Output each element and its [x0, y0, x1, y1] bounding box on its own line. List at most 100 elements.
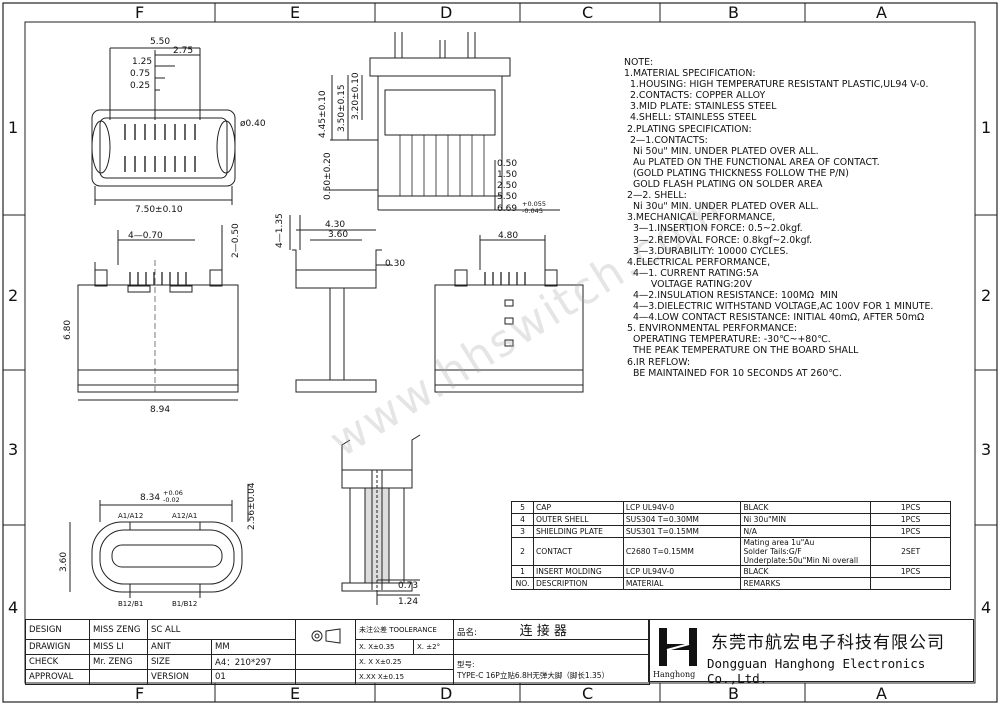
version-value: 01 — [211, 669, 296, 685]
view-back — [434, 235, 584, 393]
dim-275: 2.75 — [173, 46, 193, 56]
bom-cell: 2SET — [870, 537, 951, 566]
note-line: Ni 50u" MIN. UNDER PLATED OVER ALL. — [624, 145, 819, 157]
pin-a1a12: A1/A12 — [118, 512, 143, 520]
note-line: Ni 30u" MIN. UNDER PLATED OVER ALL. — [624, 201, 819, 213]
bom-cell: LCP UL94V-0 — [622, 565, 742, 578]
bom-cell: NO. — [511, 577, 534, 590]
bom-cell: 5 — [511, 501, 534, 514]
bom-cell: Ni 30u"MIN — [740, 513, 872, 526]
bom-cell: CONTACT — [532, 537, 624, 566]
unit-label: ANIT — [147, 639, 212, 655]
note-line: 1.MATERIAL SPECIFICATION: — [624, 68, 756, 80]
bom-cell — [870, 577, 951, 590]
bom-cell: LCP UL94V-0 — [622, 501, 742, 514]
drawing-value: MISS LI — [89, 639, 148, 655]
note-line: 3—2.REMOVAL FORCE: 0.8kgf~2.0kgf. — [624, 234, 813, 246]
bom-cell: SUS304 T=0.30MM — [622, 513, 742, 526]
dim-r050: 0.50 — [497, 159, 517, 169]
note-line: Au PLATED ON THE FUNCTIONAL AREA OF CONT… — [624, 156, 880, 168]
zone-bot-c: C — [582, 684, 594, 703]
zone-top-e: E — [290, 3, 301, 22]
note-line: 4—1. CURRENT RATING:5A — [624, 267, 759, 279]
bom-cell: Mating area 1u"Au Solder Tails:G/F Under… — [740, 537, 872, 566]
pin-b1b12: B1/B12 — [172, 600, 197, 608]
dim-124: 1.24 — [398, 597, 418, 607]
bom-cell: 1PCS — [870, 513, 951, 526]
projection-symbol — [295, 619, 356, 655]
note-line: OPERATING TEMPERATURE: -30℃~+80℃. — [624, 334, 831, 346]
bom-cell: 4 — [511, 513, 534, 526]
zone-left-1: 1 — [8, 118, 19, 137]
unit-value: MM — [211, 639, 296, 655]
pin-a12a1: A12/A1 — [172, 512, 197, 520]
approval-label: APPROVAL — [25, 669, 90, 685]
dim-360: 3.60 — [328, 230, 348, 240]
pin-b12b1: B12/B1 — [118, 600, 143, 608]
zone-top-b: B — [728, 3, 739, 22]
note-line: 4.ELECTRICAL PERFORMANCE, — [624, 256, 771, 268]
zone-right-1: 1 — [981, 118, 992, 137]
note-line: 3—1.INSERTION FORCE: 0.5~2.0kgf. — [624, 223, 803, 235]
dim-025: 0.25 — [130, 81, 150, 91]
note-line: 2.CONTACTS: COPPER ALLOY — [624, 90, 766, 102]
dim-4x135: 4—1.35 — [275, 213, 285, 248]
bom-cell: MATERIAL — [622, 577, 742, 590]
view-side-top — [325, 32, 560, 211]
dim-2x050: 2—0.50 — [231, 223, 241, 258]
bom-cell: 1PCS — [870, 525, 951, 538]
bom-cell: 1PCS — [870, 501, 951, 514]
dim-r550: 5.50 — [497, 192, 517, 202]
dim-4x070: 4—0.70 — [128, 231, 163, 241]
dim-040: ø0.40 — [240, 119, 266, 129]
zone-top-c: C — [582, 3, 594, 22]
dim-030: 0.30 — [385, 259, 405, 269]
note-line: 3.MECHANICAL PERFORMANCE, — [624, 212, 776, 224]
dim-125: 1.25 — [132, 57, 152, 67]
zone-bot-d: D — [440, 684, 453, 703]
dim-256: 2.56±0.04 — [247, 482, 257, 530]
bom-cell: SUS301 T=0.15MM — [622, 525, 742, 538]
size-label: SIZE — [147, 654, 212, 670]
note-line: VOLTAGE RATING:20V — [624, 278, 752, 290]
tol-3: X.XX X±0.15 — [355, 669, 454, 685]
zone-left-4: 4 — [8, 598, 19, 617]
dim-834-lower: -0.02 — [163, 496, 180, 504]
note-line: 1.HOUSING: HIGH TEMPERATURE RESISTANT PL… — [624, 79, 929, 91]
company-name-cn: 东莞市航宏电子科技有限公司 — [711, 633, 945, 653]
dim-r669-upper: +0.055 — [522, 200, 546, 208]
bom-cell: BLACK — [740, 565, 872, 578]
note-line: THE PEAK TEMPERATURE ON THE BOARD SHALL — [624, 345, 859, 357]
note-line: 4—4.LOW CONTACT RESISTANCE: INITIAL 40mΩ… — [624, 312, 925, 324]
company-block: Hanghong 东莞市航宏电子科技有限公司 Dongguan Hanghong… — [648, 619, 974, 686]
dim-550: 5.50 — [150, 37, 170, 47]
dim-894: 8.94 — [150, 405, 170, 415]
zone-bot-e: E — [290, 684, 301, 703]
tol-1: X. X±0.35 — [355, 639, 414, 655]
tolerance-header: 未注公差 TOOLERANCE — [355, 619, 454, 640]
view-section — [341, 434, 421, 605]
note-line: 4—2.INSULATION RESISTANCE: 100MΩ MIN — [624, 289, 838, 301]
dim-075: 0.75 — [130, 69, 150, 79]
bom-cell: 2 — [511, 537, 534, 566]
bom-cell: OUTER SHELL — [532, 513, 624, 526]
note-line: 4—3.DIELECTRIC WITHSTAND VOLTAGE,AC 100V… — [624, 301, 934, 313]
zone-top-d: D — [440, 3, 453, 22]
bom-cell: N/A — [740, 525, 872, 538]
dim-320: 3.20±0.10 — [351, 72, 361, 120]
bom-cell: DESCRIPTION — [532, 577, 624, 590]
bom-cell: 3 — [511, 525, 534, 538]
dim-r669: 6.69 — [497, 204, 517, 214]
hanghong-logo-icon — [659, 628, 697, 666]
first-angle-projection-icon — [311, 627, 340, 644]
view-side — [289, 215, 392, 393]
dim-050-tol: 0.50±0.20 — [323, 152, 333, 200]
company-name-en: Dongguan Hanghong Electronics Co.,Ltd. — [707, 656, 926, 686]
check-label: CHECK — [25, 654, 90, 670]
zone-right-3: 3 — [981, 440, 992, 459]
view-front — [77, 225, 239, 401]
dim-r669-lower: -0.045 — [522, 207, 543, 215]
